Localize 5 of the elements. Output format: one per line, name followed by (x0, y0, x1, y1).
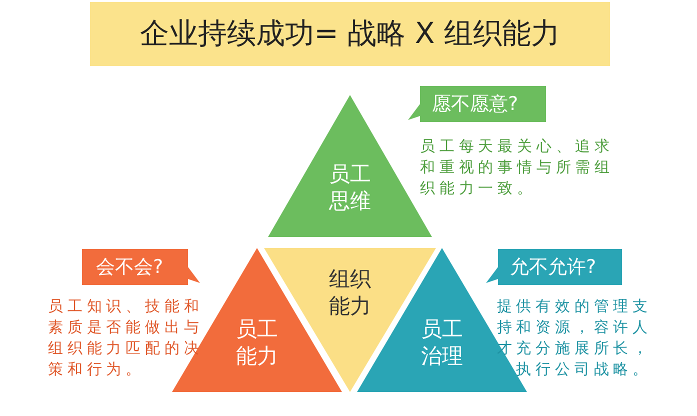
speech-bubble: 会不会? (82, 249, 200, 285)
description-text: 员工知识、技能和素质是否能做出与组织能力匹配的决策和行为。 (48, 296, 204, 380)
speech-bubble: 愿不愿意? (408, 86, 546, 122)
title-banner: 企业持续成功= 战略 X 组织能力 (90, 2, 610, 66)
description-text: 员工每天最关心、追求和重视的事情与所需组织能力一致。 (420, 136, 615, 199)
